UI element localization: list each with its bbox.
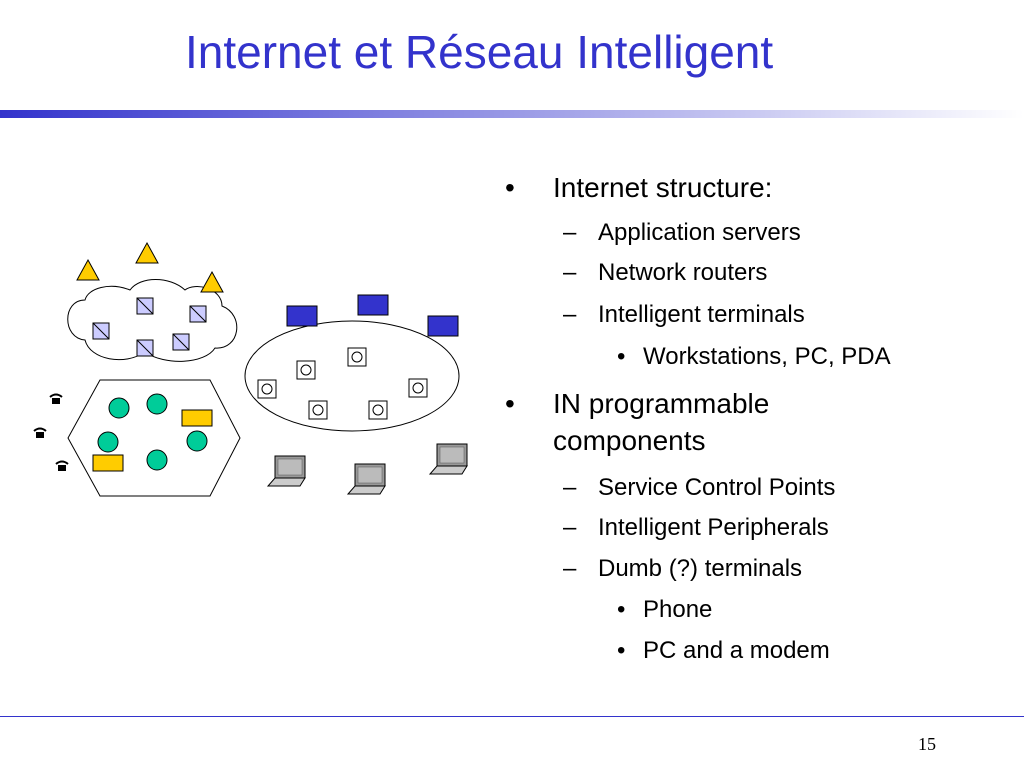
slide-title: Internet et Réseau Intelligent <box>185 26 774 78</box>
application-server-triangle <box>76 258 100 281</box>
service-node-circle <box>146 393 168 415</box>
dash-marker: – <box>563 301 577 328</box>
internet-cloud <box>67 279 238 362</box>
dash-marker: – <box>563 514 577 541</box>
bullet-text: PC and a modem <box>643 637 830 664</box>
server-block <box>357 294 389 316</box>
service-node-circle <box>97 431 119 453</box>
application-server-triangle <box>200 270 224 293</box>
title-divider <box>0 110 1024 118</box>
application-server-triangle <box>135 241 159 264</box>
bullet-marker: • <box>505 388 515 419</box>
bullet-text: Application servers <box>598 219 801 246</box>
server-block <box>286 305 318 327</box>
network-diagram <box>33 241 468 497</box>
service-node-circle <box>186 430 208 452</box>
terminal-node <box>308 400 328 420</box>
terminal-node <box>408 378 428 398</box>
bullet-text: Intelligent terminals <box>598 301 805 328</box>
dash-marker: – <box>563 259 577 286</box>
terminal-node <box>347 347 367 367</box>
bullet-marker: • <box>617 637 626 664</box>
service-node-circle <box>146 449 168 471</box>
bullet-text: Workstations, PC, PDA <box>643 343 891 370</box>
laptop-icon <box>346 463 386 495</box>
network-router <box>136 339 154 357</box>
service-node-circle <box>108 397 130 419</box>
phone-icon <box>33 427 47 438</box>
terminal-ellipse <box>244 320 460 432</box>
footer-divider <box>0 716 1024 717</box>
bullet-text: components <box>553 425 706 456</box>
phone-icon <box>55 460 69 471</box>
network-router <box>92 322 110 340</box>
bullet-marker: • <box>505 172 515 203</box>
laptop-icon <box>266 455 306 487</box>
bullet-marker: • <box>617 343 626 370</box>
server-block <box>427 315 459 337</box>
bullet-text: Internet structure: <box>553 172 773 203</box>
terminal-node <box>257 379 277 399</box>
dash-marker: – <box>563 474 577 501</box>
dash-marker: – <box>563 219 577 246</box>
bullet-text: Phone <box>643 596 713 623</box>
intelligent-peripheral <box>92 454 124 472</box>
bullet-text: Dumb (?) terminals <box>598 555 803 582</box>
bullet-text: IN programmable <box>553 388 770 419</box>
bullet-marker: • <box>617 596 626 623</box>
bullet-text: Intelligent Peripherals <box>598 514 829 541</box>
bullet-text: Service Control Points <box>598 474 836 501</box>
intelligent-peripheral <box>181 409 213 427</box>
network-router <box>172 333 190 351</box>
page-number: 15 <box>918 734 936 754</box>
phone-icon <box>49 393 63 404</box>
terminal-node <box>368 400 388 420</box>
bullet-text: Network routers <box>598 259 768 286</box>
network-router <box>189 305 207 323</box>
dash-marker: – <box>563 555 577 582</box>
terminal-node <box>296 360 316 380</box>
network-router <box>136 297 154 315</box>
laptop-icon <box>428 443 468 475</box>
